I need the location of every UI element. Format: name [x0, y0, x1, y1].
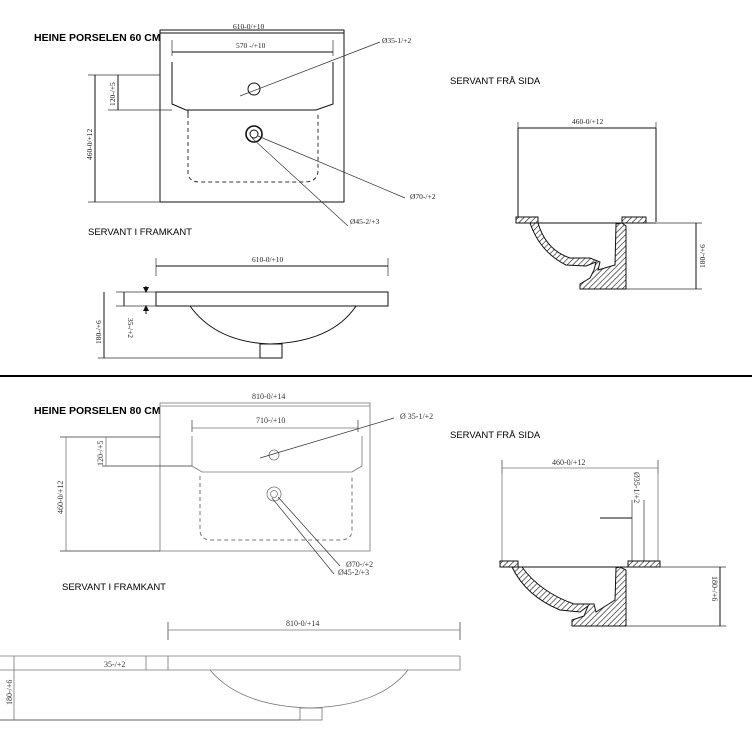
- dim-front-width-60: 610-0/+10: [252, 255, 284, 264]
- side-view-label-60: SERVANT FRÅ SIDA: [450, 76, 541, 87]
- dim-drain-outer-60: Ø70-/+2: [410, 192, 436, 201]
- dim-side-height-80: 180-/+6: [710, 576, 719, 601]
- dim-front-width-80: 810-0/+14: [286, 619, 319, 628]
- dim-side-depth-80: 460-0/+12: [552, 458, 585, 467]
- top-view-80: 810-0/+14 710-/+10 Ø 35-1/+2 Ø70-/+2 Ø45…: [56, 392, 433, 577]
- dim-front-height-60: 180-/+6: [94, 320, 103, 344]
- front-view-label-80: SERVANT I FRAMKANT: [62, 582, 166, 593]
- dim-front-rim-60: 35-/+2: [126, 318, 135, 338]
- section-title-60: HEINE PORSELEN 60 CM: [34, 32, 161, 44]
- section-title-80: HEINE PORSELEN 80 CM: [34, 405, 161, 417]
- dim-drain-outer-80: Ø70-/+2: [346, 560, 373, 569]
- dim-depth-80: 460-0/+12: [56, 481, 65, 514]
- dim-width-80: 810-0/+14: [252, 392, 285, 401]
- dim-inner-width-60: 570 -/+10: [236, 41, 266, 50]
- dim-inner-width-80: 710-/+10: [256, 416, 285, 425]
- dim-side-tap-hole-80: Ø35-1/+2: [632, 472, 641, 503]
- dim-tap-hole-80: Ø 35-1/+2: [400, 412, 433, 421]
- dim-tap-hole-60: Ø35-1/+2: [382, 36, 411, 45]
- top-view-60: 610-0/+10 570 -/+10 Ø35-1/+2 Ø70-/+2 Ø45…: [85, 22, 436, 227]
- dim-width-60: 610-0/+10: [233, 22, 265, 31]
- dim-drain-inner-60: Ø45-2/+3: [350, 217, 379, 226]
- side-view-80: 460-0/+12 Ø35-1/+2 180-/+6: [499, 458, 726, 627]
- dim-side-height-60: 180-/+6: [698, 244, 707, 268]
- front-view-60: 610-0/+10 35-/+2 180-/+6: [94, 255, 389, 359]
- side-view-60: 460-0/+12 180-/+6: [515, 117, 707, 290]
- dim-drain-inner-80: Ø45-2/+3: [338, 568, 369, 577]
- front-view-label-60: SERVANT I FRAMKANT: [88, 227, 192, 238]
- dim-depth-60: 460-0/+12: [85, 128, 94, 160]
- dim-front-height-80: 180-/+6: [5, 680, 14, 705]
- dim-tap-offset-80: 120-/+5: [96, 441, 105, 466]
- front-view-80: 810-0/+14 35-/+2 180-/+6: [0, 619, 461, 721]
- dim-tap-offset-60: 120-/+5: [108, 82, 117, 106]
- dim-front-rim-80: 35-/+2: [104, 660, 125, 669]
- side-view-label-80: SERVANT FRÅ SIDA: [450, 430, 541, 441]
- dim-side-depth-60: 460-0/+12: [572, 117, 604, 126]
